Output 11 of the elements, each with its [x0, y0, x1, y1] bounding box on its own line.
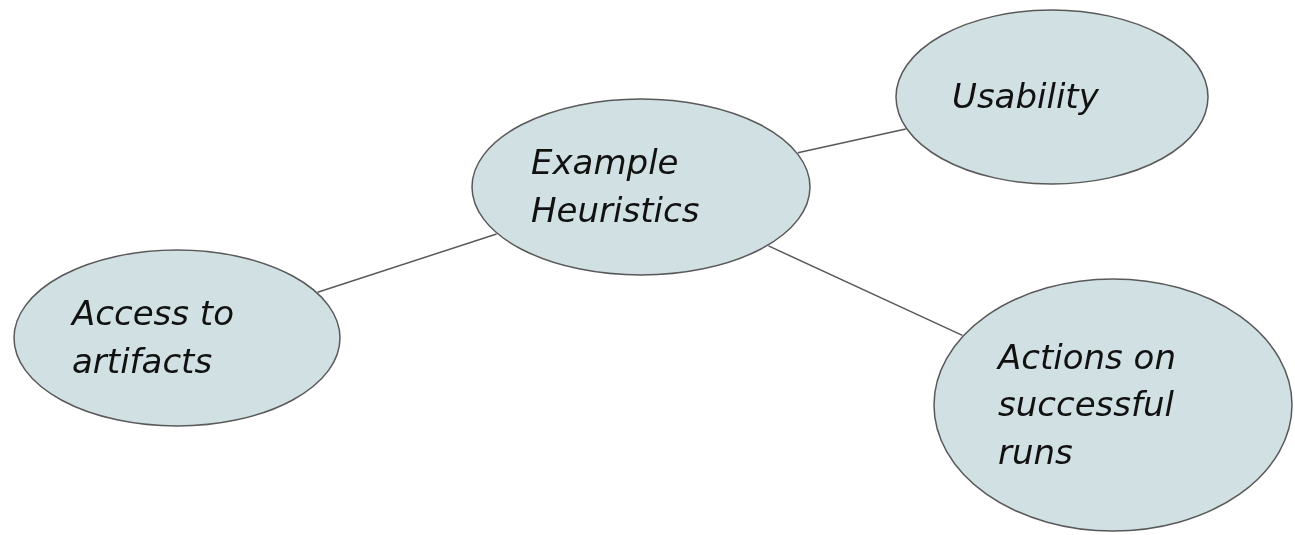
- node-label: Usability: [952, 75, 1100, 119]
- ellipse-node: [933, 278, 1293, 532]
- ellipse-node: [471, 98, 811, 276]
- ellipse-node: [895, 9, 1209, 185]
- node-label: Access to artifacts: [72, 292, 235, 383]
- connector-line: [767, 245, 964, 337]
- node-label: Actions on successful runs: [998, 335, 1177, 474]
- node-label: Example Heuristics: [531, 141, 701, 232]
- ellipse-node: [13, 249, 341, 427]
- connector-line: [797, 128, 907, 154]
- connector-line: [316, 233, 498, 293]
